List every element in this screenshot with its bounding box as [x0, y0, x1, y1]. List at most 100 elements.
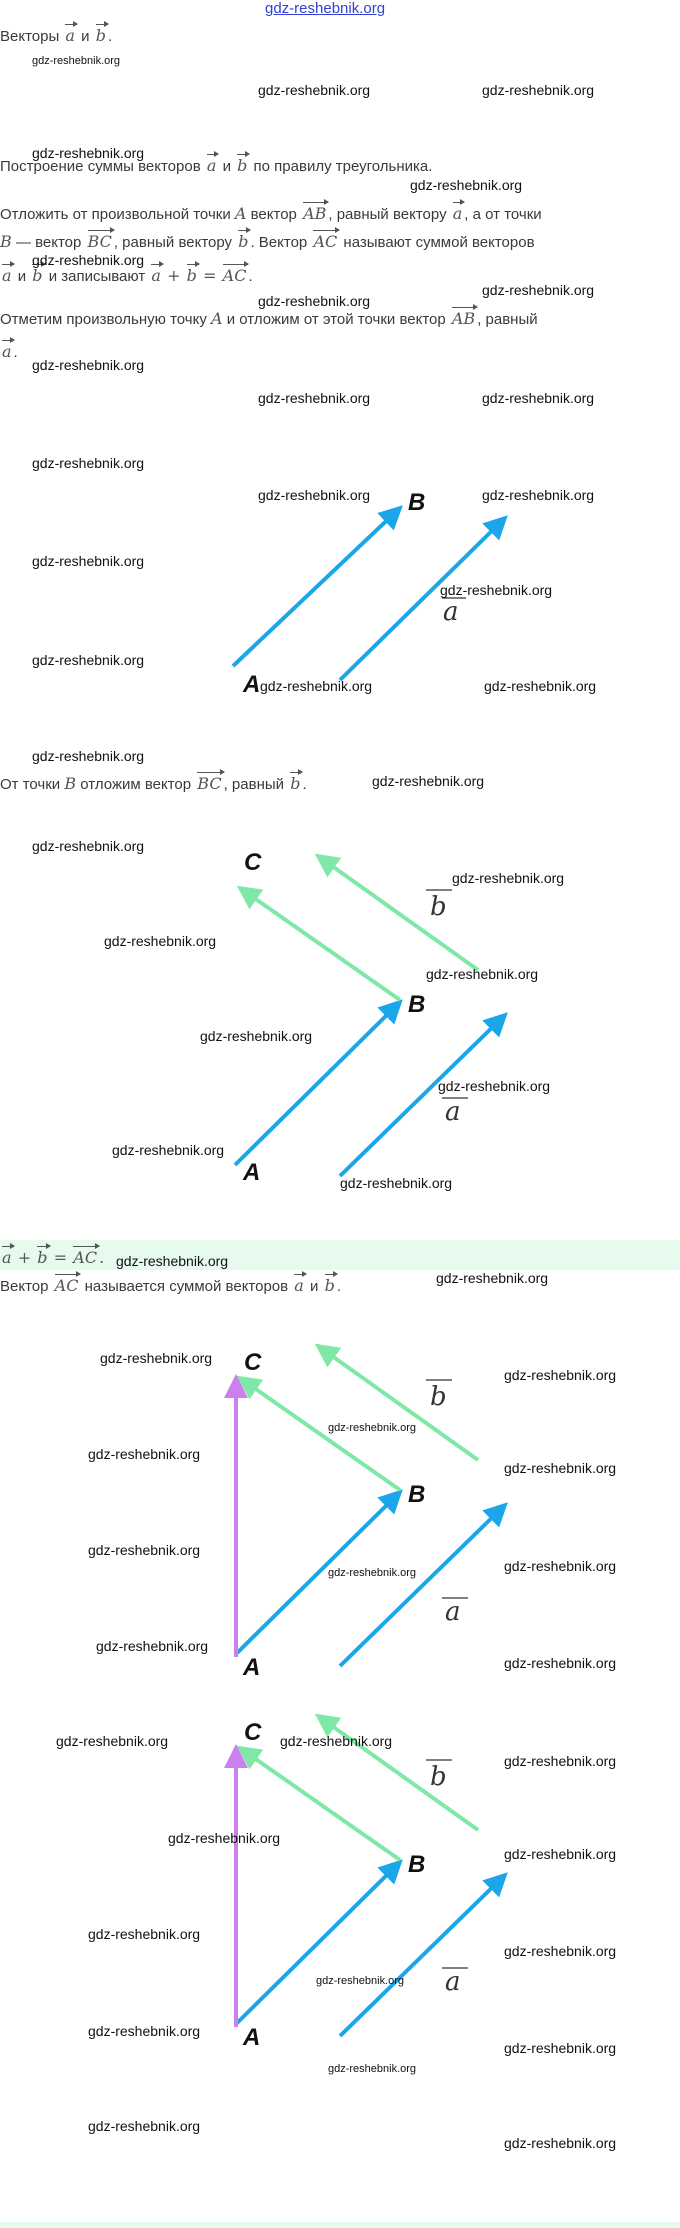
vector-b-arrow — [314, 1343, 480, 1462]
point-b-label: B — [408, 991, 425, 1018]
site-link[interactable]: gdz-reshebnik.org — [265, 0, 386, 17]
watermark: gdz-reshebnik.org — [116, 1253, 229, 1269]
text: — вектор — [15, 234, 82, 251]
vector-a: a — [2, 1243, 14, 1267]
watermark: gdz-reshebnik.org — [280, 1733, 393, 1749]
vector-b: b — [324, 1271, 339, 1295]
watermark: gdz-reshebnik.org — [32, 553, 145, 569]
text: . — [336, 1278, 341, 1295]
vector-a-arrow — [338, 1012, 508, 1178]
watermark: gdz-reshebnik.org — [258, 390, 371, 406]
p2-line1: Отметим произвольную точку A и отложим о… — [0, 304, 538, 328]
text: отложим вектор — [80, 776, 192, 793]
point-b-label: B — [408, 489, 425, 516]
vector-b: b — [238, 227, 252, 251]
vector-b: b — [32, 261, 46, 285]
diagram-triangle-rule: A B C b a — [224, 1343, 508, 1681]
p2-line2: a. — [0, 337, 18, 361]
watermark: gdz-reshebnik.org — [88, 2118, 201, 2134]
watermark: gdz-reshebnik.org — [504, 1753, 617, 1769]
watermark: gdz-reshebnik.org — [372, 773, 485, 789]
watermark: gdz-reshebnik.org — [258, 82, 371, 98]
text: Построение суммы векторов — [0, 158, 201, 175]
vector-a-arrow — [338, 1502, 508, 1668]
text: называется суммой векторов — [84, 1278, 289, 1295]
p1-line2: Отложить от произвольной точки A вектор … — [0, 199, 542, 223]
watermark: gdz-reshebnik.org — [32, 55, 121, 67]
watermark: gdz-reshebnik.org — [32, 748, 145, 764]
watermark: gdz-reshebnik.org — [426, 966, 539, 982]
vector-a: a — [452, 199, 465, 223]
point-a: A — [234, 204, 247, 223]
watermark: gdz-reshebnik.org — [504, 1367, 617, 1383]
vector-a: a — [65, 21, 78, 45]
watermark: gdz-reshebnik.org — [482, 82, 595, 98]
p3-line1: От точки B отложим вектор BC, равный b. — [0, 769, 307, 793]
vector-a-arrow — [338, 1872, 508, 2038]
formula-band — [0, 1240, 680, 1270]
vector-b: b — [237, 151, 251, 175]
text: Отметим произвольную точку — [0, 311, 207, 328]
watermark: gdz-reshebnik.org — [504, 1943, 617, 1959]
watermark: gdz-reshebnik.org — [440, 582, 553, 598]
watermark: gdz-reshebnik.org — [340, 1175, 453, 1191]
watermark: gdz-reshebnik.org — [504, 2040, 617, 2056]
watermark: gdz-reshebnik.org — [410, 177, 523, 193]
watermark: gdz-reshebnik.org — [96, 1638, 209, 1654]
diagram-ab-a: A B a — [231, 489, 508, 698]
vector-ab-arrow — [233, 1859, 403, 2027]
watermark: gdz-reshebnik.org — [436, 1270, 549, 1286]
point-a-label: A — [242, 1654, 260, 1681]
watermark: gdz-reshebnik.org — [112, 1142, 225, 1158]
vector-a-label: a — [445, 1597, 461, 1627]
watermark: gdz-reshebnik.org — [504, 1655, 617, 1671]
watermark: gdz-reshebnik.org — [88, 1926, 201, 1942]
vector-b: b — [37, 1243, 51, 1267]
watermark: gdz-reshebnik.org — [32, 652, 145, 668]
watermark: gdz-reshebnik.org — [258, 487, 371, 503]
point-c-label: C — [244, 1349, 262, 1376]
vector-b-arrow — [314, 1713, 480, 1832]
vector-b: b — [95, 21, 110, 45]
text: называют суммой векторов — [343, 234, 535, 251]
point-a: A — [211, 309, 223, 328]
p1-line3: B — вектор BC, равный вектору b. Вектор … — [0, 227, 535, 251]
text: и записывают — [48, 268, 146, 285]
point-c-label: C — [244, 1719, 262, 1746]
watermark: gdz-reshebnik.org — [452, 870, 565, 886]
watermark: gdz-reshebnik.org — [56, 1733, 169, 1749]
vector-a-label: a — [445, 1097, 461, 1127]
vector-ab: AB — [303, 199, 330, 223]
intro-line: Векторы a и b. — [0, 21, 112, 45]
equals: = — [203, 266, 217, 285]
text: , равный вектору — [113, 234, 233, 251]
watermark: gdz-reshebnik.org — [104, 933, 217, 949]
vector-a: a — [2, 337, 14, 361]
watermark: gdz-reshebnik.org — [316, 1975, 405, 1987]
vector-ab: AB — [451, 304, 479, 328]
text: . — [302, 776, 307, 793]
p1-line1: Построение суммы векторов a и b по прави… — [0, 151, 432, 175]
watermark: gdz-reshebnik.org — [32, 838, 145, 854]
vector-b-label: b — [430, 892, 447, 922]
vector-a: a — [294, 1271, 307, 1295]
point-a-label: A — [242, 2024, 260, 2051]
text: и — [17, 268, 27, 285]
equals: = — [53, 1248, 68, 1267]
vector-a: a — [2, 261, 14, 285]
vector-ac: AC — [73, 1243, 100, 1267]
watermark: gdz-reshebnik.org — [88, 1446, 201, 1462]
vector-bc-arrow — [236, 1375, 402, 1492]
text: , равный вектору — [328, 206, 447, 223]
watermark: gdz-reshebnik.org — [504, 1460, 617, 1476]
vector-a: a — [206, 151, 219, 175]
watermark: gdz-reshebnik.org — [88, 1542, 201, 1558]
watermark: gdz-reshebnik.org — [328, 1567, 417, 1579]
watermark: gdz-reshebnik.org — [504, 1558, 617, 1574]
vector-ab-arrow — [231, 505, 403, 668]
vector-ab-arrow — [233, 1489, 403, 1657]
watermark: gdz-reshebnik.org — [504, 1846, 617, 1862]
text: , равный — [477, 311, 538, 328]
text: вектор — [250, 206, 297, 223]
watermark: gdz-reshebnik.org — [482, 282, 595, 298]
